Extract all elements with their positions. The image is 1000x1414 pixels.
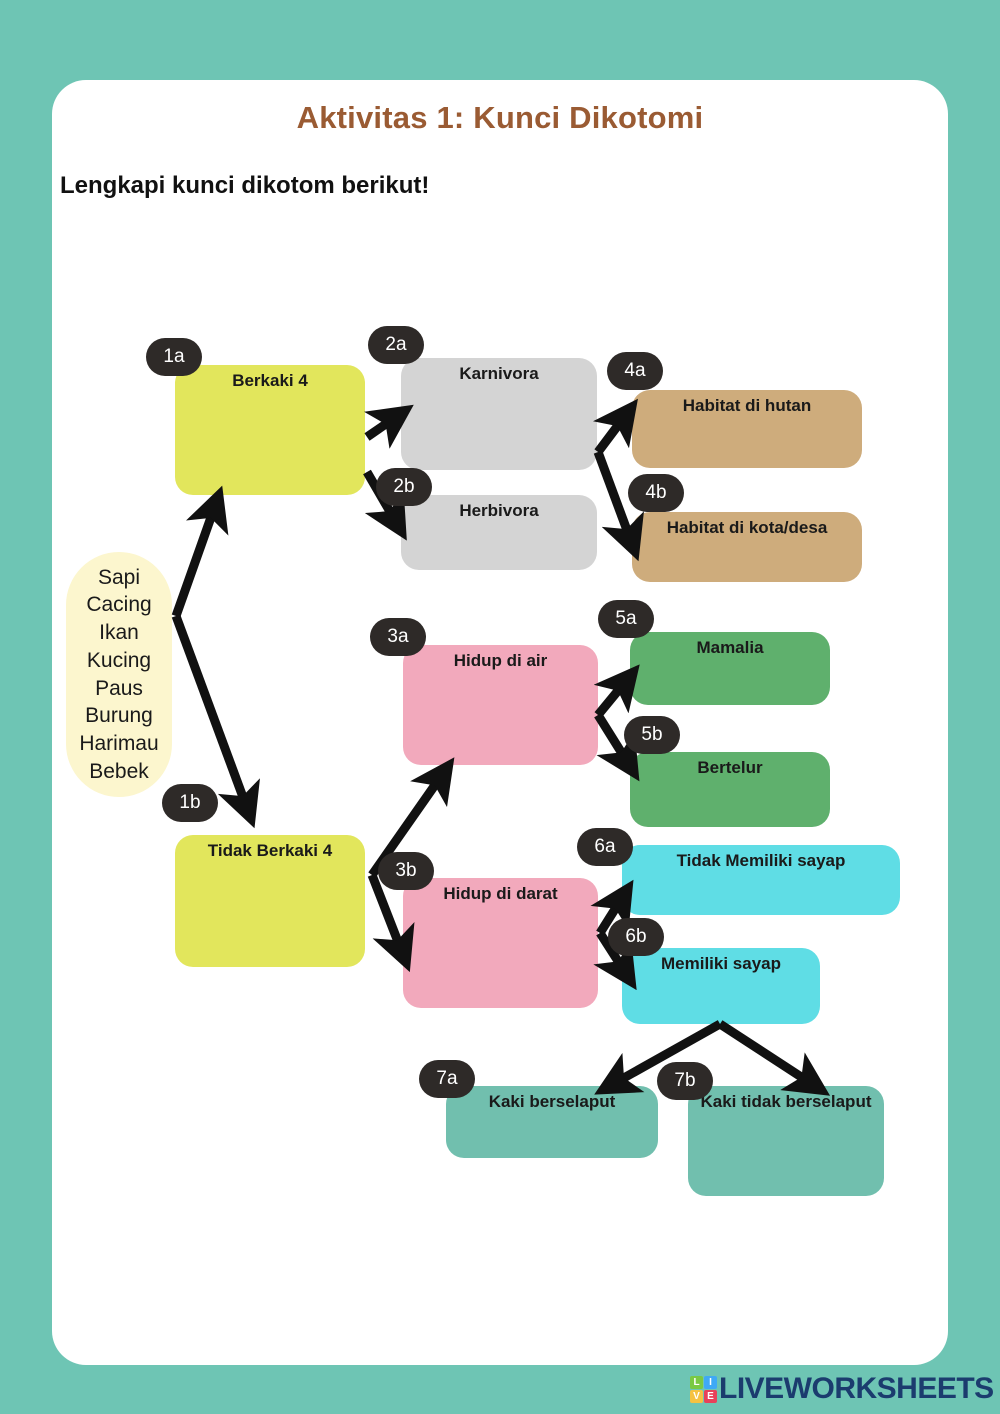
badge-2b: 2b	[376, 468, 432, 506]
instruction-text: Lengkapi kunci dikotom berikut!	[60, 172, 430, 199]
node-7b-label: Kaki tidak berselaput	[700, 1092, 872, 1111]
node-4a[interactable]: Habitat di hutan	[632, 390, 862, 468]
node-3b-label: Hidup di darat	[443, 884, 558, 903]
badge-7b: 7b	[657, 1062, 713, 1100]
animal-item: Ikan	[99, 621, 139, 645]
animal-item: Paus	[95, 676, 143, 700]
badge-3b: 3b	[378, 852, 434, 890]
logo-letter-v: V	[690, 1389, 703, 1403]
node-6a-label: Tidak Memiliki sayap	[676, 851, 846, 870]
animal-item: Burung	[85, 704, 153, 728]
node-6a[interactable]: Tidak Memiliki sayap	[622, 845, 900, 915]
node-7a-label: Kaki berselaput	[488, 1092, 616, 1111]
animal-item: Sapi	[97, 565, 141, 589]
node-5b-label: Bertelur	[697, 758, 763, 777]
badge-4a: 4a	[607, 352, 663, 390]
animal-list: Sapi Cacing Ikan Kucing Paus Burung Hari…	[66, 552, 172, 797]
badge-3a: 3a	[370, 618, 426, 656]
badge-4b: 4b	[628, 474, 684, 512]
animal-item: Cacing	[86, 593, 152, 617]
node-5a-label: Mamalia	[696, 638, 764, 657]
node-5b[interactable]: Bertelur	[630, 752, 830, 827]
logo-letter-e: E	[704, 1389, 717, 1403]
animal-item: Bebek	[89, 759, 149, 783]
node-1b-label: Tidak Berkaki 4	[207, 841, 333, 860]
node-2a[interactable]: Karnivora	[401, 358, 597, 470]
badge-2a: 2a	[368, 326, 424, 364]
badge-1a: 1a	[146, 338, 202, 376]
logo-letter-i: I	[704, 1375, 717, 1389]
node-1a[interactable]: Berkaki 4	[175, 365, 365, 495]
node-1b[interactable]: Tidak Berkaki 4	[175, 835, 365, 967]
animal-item: Kucing	[86, 648, 152, 672]
node-7b[interactable]: Kaki tidak berselaput	[688, 1086, 884, 1196]
node-4b-label: Habitat di kota/desa	[666, 518, 828, 537]
node-2a-label: Karnivora	[459, 364, 539, 383]
badge-5a: 5a	[598, 600, 654, 638]
node-4b[interactable]: Habitat di kota/desa	[632, 512, 862, 582]
badge-6b: 6b	[608, 918, 664, 956]
liveworksheets-brand-text: LIVEWORKSHEETS	[719, 1372, 994, 1405]
badge-5b: 5b	[624, 716, 680, 754]
node-6b[interactable]: Memiliki sayap	[622, 948, 820, 1024]
node-3a[interactable]: Hidup di air	[403, 645, 598, 765]
node-2b[interactable]: Herbivora	[401, 495, 597, 570]
logo-letter-l: L	[690, 1375, 703, 1389]
node-6b-label: Memiliki sayap	[660, 954, 781, 973]
node-4a-label: Habitat di hutan	[682, 396, 812, 415]
node-5a[interactable]: Mamalia	[630, 632, 830, 705]
node-1a-label: Berkaki 4	[232, 371, 308, 390]
liveworksheets-footer: L I V E LIVEWORKSHEETS	[690, 1368, 994, 1410]
liveworksheets-logo-icon: L I V E	[690, 1375, 717, 1403]
node-3a-label: Hidup di air	[453, 651, 548, 670]
node-3b[interactable]: Hidup di darat	[403, 878, 598, 1008]
animal-item: Harimau	[79, 731, 159, 755]
page-title: Aktivitas 1: Kunci Dikotomi	[296, 100, 704, 135]
node-2b-label: Herbivora	[459, 501, 539, 520]
badge-1b: 1b	[162, 784, 218, 822]
node-7a[interactable]: Kaki berselaput	[446, 1086, 658, 1158]
badge-6a: 6a	[577, 828, 633, 866]
badge-7a: 7a	[419, 1060, 475, 1098]
